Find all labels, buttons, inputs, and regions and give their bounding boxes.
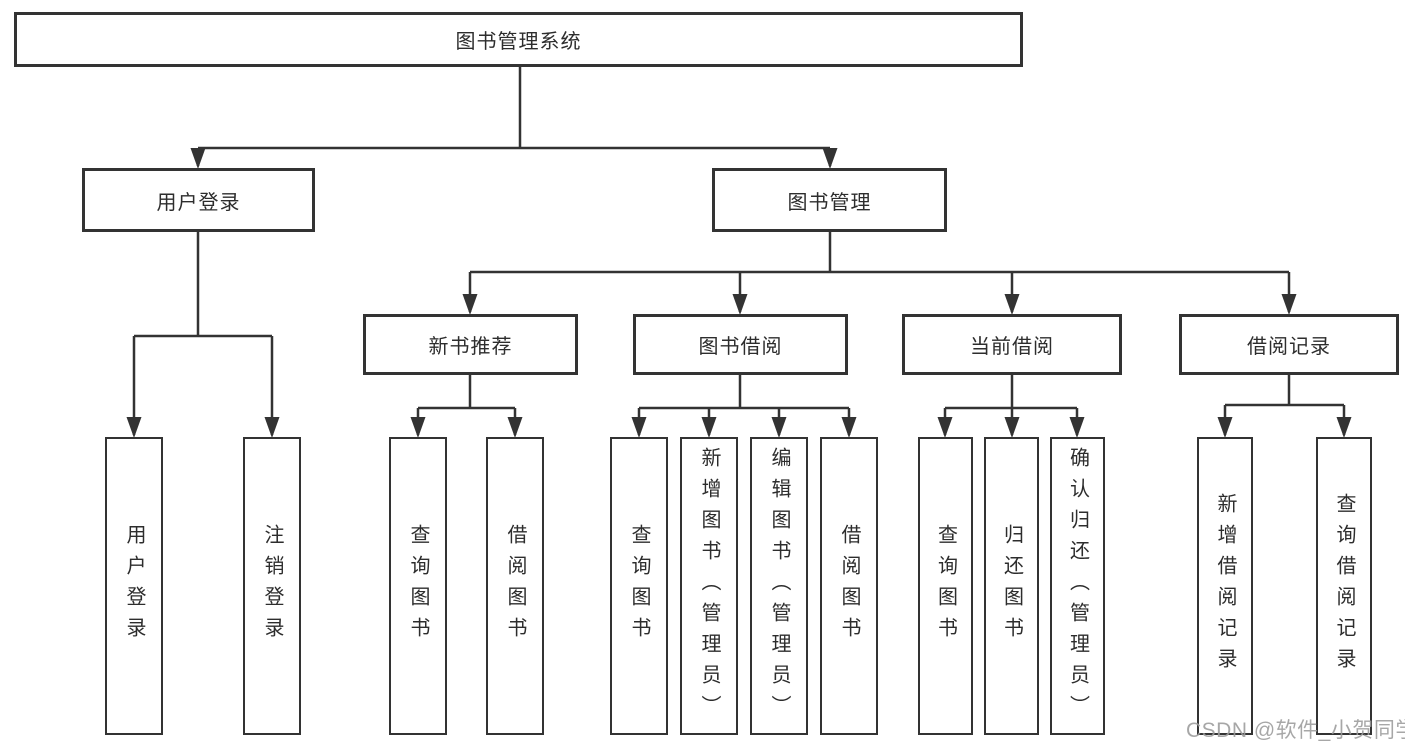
arrowhead xyxy=(507,417,523,438)
node-borrow-records-label: 借阅记录 xyxy=(1247,336,1331,358)
leaf-query-books-current: 查询图书 xyxy=(918,437,973,735)
arrowhead xyxy=(1281,294,1297,315)
arrowhead xyxy=(631,417,647,438)
arrowhead xyxy=(1217,417,1233,438)
arrowhead xyxy=(771,417,787,438)
leaf-user-login: 用户登录 xyxy=(105,437,163,735)
arrowhead xyxy=(1004,294,1020,315)
arrowhead xyxy=(1069,417,1085,438)
node-book-management-label: 图书管理 xyxy=(787,191,872,214)
leaf-query-books-borrow-label: 查询图书 xyxy=(628,524,650,648)
arrowhead xyxy=(1336,417,1352,438)
node-user-login-label: 用户登录 xyxy=(156,191,241,214)
node-new-book-recommend-label: 新书推荐 xyxy=(428,336,513,358)
leaf-edit-book-admin: 编辑图书（管理员） xyxy=(750,437,808,735)
arrowhead xyxy=(701,417,717,438)
leaf-confirm-return-admin: 确认归还（管理员） xyxy=(1050,437,1105,735)
leaf-query-books-borrow: 查询图书 xyxy=(610,437,668,735)
node-book-management: 图书管理 xyxy=(712,168,947,232)
node-book-borrow: 图书借阅 xyxy=(633,314,848,375)
arrowheads xyxy=(126,148,1352,438)
leaf-borrow-books-label: 借阅图书 xyxy=(838,524,860,648)
leaf-borrow-books-recommend: 借阅图书 xyxy=(486,437,544,735)
arrowhead xyxy=(822,148,838,169)
arrowhead xyxy=(732,294,748,315)
leaf-return-book-label: 归还图书 xyxy=(1000,524,1023,648)
arrowhead xyxy=(1004,417,1020,438)
leaf-user-login-label: 用户登录 xyxy=(123,524,145,648)
node-new-book-recommend: 新书推荐 xyxy=(363,314,578,375)
arrowhead xyxy=(410,417,426,438)
node-root: 图书管理系统 xyxy=(14,12,1023,67)
arrowhead xyxy=(462,294,478,315)
arrowhead xyxy=(937,417,953,438)
leaf-edit-book-admin-label: 编辑图书（管理员） xyxy=(768,446,790,726)
node-book-borrow-label: 图书借阅 xyxy=(698,336,783,358)
leaf-query-books-recommend: 查询图书 xyxy=(389,437,447,735)
node-user-login: 用户登录 xyxy=(82,168,315,232)
node-root-label: 图书管理系统 xyxy=(455,31,582,53)
leaf-query-books-recommend-label: 查询图书 xyxy=(407,524,429,648)
leaf-logout-label: 注销登录 xyxy=(261,524,283,648)
leaf-confirm-return-admin-label: 确认归还（管理员） xyxy=(1066,446,1089,726)
leaf-query-borrow-record: 查询借阅记录 xyxy=(1316,437,1372,735)
arrowhead xyxy=(841,417,857,438)
leaf-borrow-books: 借阅图书 xyxy=(820,437,878,735)
arrowhead xyxy=(126,417,142,438)
node-current-borrow-label: 当前借阅 xyxy=(970,336,1054,358)
csdn-watermark: CSDN @软件_小贺同学 xyxy=(1186,719,1405,742)
node-borrow-records: 借阅记录 xyxy=(1179,314,1399,375)
tree-edges xyxy=(132,67,1346,435)
leaf-query-books-current-label: 查询图书 xyxy=(934,524,957,648)
leaf-add-book-admin-label: 新增图书（管理员） xyxy=(698,446,720,726)
leaf-query-borrow-record-label: 查询借阅记录 xyxy=(1333,493,1355,679)
leaf-add-borrow-record-label: 新增借阅记录 xyxy=(1214,493,1236,679)
leaf-add-borrow-record: 新增借阅记录 xyxy=(1197,437,1253,735)
arrowhead xyxy=(264,417,280,438)
leaf-add-book-admin: 新增图书（管理员） xyxy=(680,437,738,735)
node-current-borrow: 当前借阅 xyxy=(902,314,1122,375)
leaf-logout: 注销登录 xyxy=(243,437,301,735)
leaf-borrow-books-recommend-label: 借阅图书 xyxy=(504,524,526,648)
leaf-return-book: 归还图书 xyxy=(984,437,1039,735)
arrowhead xyxy=(190,148,206,169)
